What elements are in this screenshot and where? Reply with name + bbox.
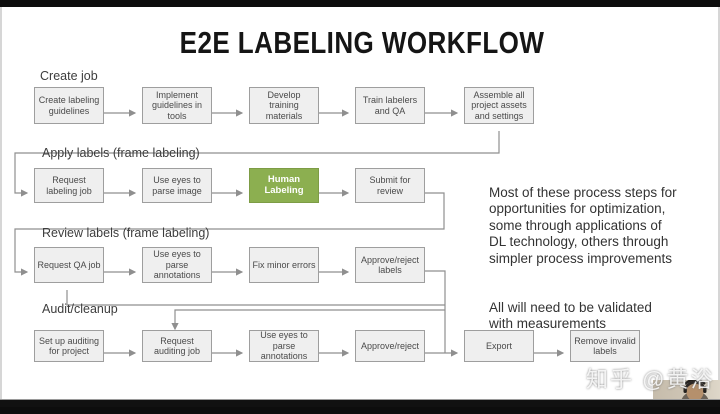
slide-canvas: E2E LABELING WORKFLOW xyxy=(0,7,720,399)
flow-node: Approve/reject xyxy=(355,330,425,362)
annotation-text: Most of these process steps for opportun… xyxy=(489,168,709,349)
flow-node: Develop training materials xyxy=(249,87,319,124)
flow-node-label: Approve/reject xyxy=(360,340,420,351)
flow-node-label: Approve/reject labels xyxy=(360,254,420,276)
flow-node-label: Use eyes to parse annotations xyxy=(260,330,308,362)
slide-title: E2E LABELING WORKFLOW xyxy=(179,25,545,60)
flow-node: Approve/reject labels xyxy=(355,247,425,283)
flow-node-label: Train labelers and QA xyxy=(362,95,418,116)
annotation-paragraph-2: All will need to be validated with measu… xyxy=(489,299,652,332)
flow-node: Export xyxy=(464,330,534,362)
flow-node: Train labelers and QA xyxy=(355,87,425,124)
section-label: Apply labels (frame labeling) xyxy=(42,146,200,160)
flow-node-label: Fix minor errors xyxy=(252,259,316,270)
flow-node-label: Implement guidelines in tools xyxy=(151,89,203,121)
flow-node: Use eyes to parse annotations xyxy=(142,247,212,283)
webcam-overlay xyxy=(653,380,720,399)
flow-node-label: Assemble all project assets and settings xyxy=(471,89,527,121)
flow-node-label: Use eyes to parse image xyxy=(152,175,202,196)
flow-node-label: Use eyes to parse annotations xyxy=(153,249,201,281)
flow-node: Submit for review xyxy=(355,168,425,203)
flow-node: Request labeling job xyxy=(34,168,104,203)
flow-node: Use eyes to parse annotations xyxy=(249,330,319,362)
flow-node: Remove invalid labels xyxy=(570,330,640,362)
flow-node: Implement guidelines in tools xyxy=(142,87,212,124)
flow-node-label: Develop training materials xyxy=(265,89,303,121)
flow-node-label: Set up auditing for project xyxy=(38,335,100,357)
flow-node: Use eyes to parse image xyxy=(142,168,212,203)
flow-node: Request QA job xyxy=(34,247,104,283)
flow-node-label: Request labeling job xyxy=(46,175,92,196)
zhihu-watermark: 知乎 @黄浴 xyxy=(586,367,715,392)
flow-node: Fix minor errors xyxy=(249,247,319,283)
flow-node-label: Submit for review xyxy=(369,175,411,196)
letterbox-bottom xyxy=(0,399,720,407)
flow-node: Assemble all project assets and settings xyxy=(464,87,534,124)
flow-node-label: Request QA job xyxy=(37,259,101,270)
flow-node: Set up auditing for project xyxy=(34,330,104,362)
flow-node-highlight: Human Labeling xyxy=(249,168,319,203)
annotation-paragraph-1: Most of these process steps for opportun… xyxy=(489,184,677,266)
section-label: Audit/cleanup xyxy=(42,302,118,316)
letterbox-top xyxy=(0,0,720,7)
section-label: Create job xyxy=(40,69,98,83)
flow-node-label: Request auditing job xyxy=(153,335,201,357)
flow-node-label: Create labeling guidelines xyxy=(38,95,100,116)
flow-node-label: Export xyxy=(485,340,512,351)
flow-node: Request auditing job xyxy=(142,330,212,362)
flow-node: Create labeling guidelines xyxy=(34,87,104,124)
person-avatar xyxy=(681,380,709,399)
section-label: Review labels (frame labeling) xyxy=(42,226,210,240)
flow-node-label: Human Labeling xyxy=(264,174,304,196)
flow-node-label: Remove invalid labels xyxy=(574,335,636,357)
